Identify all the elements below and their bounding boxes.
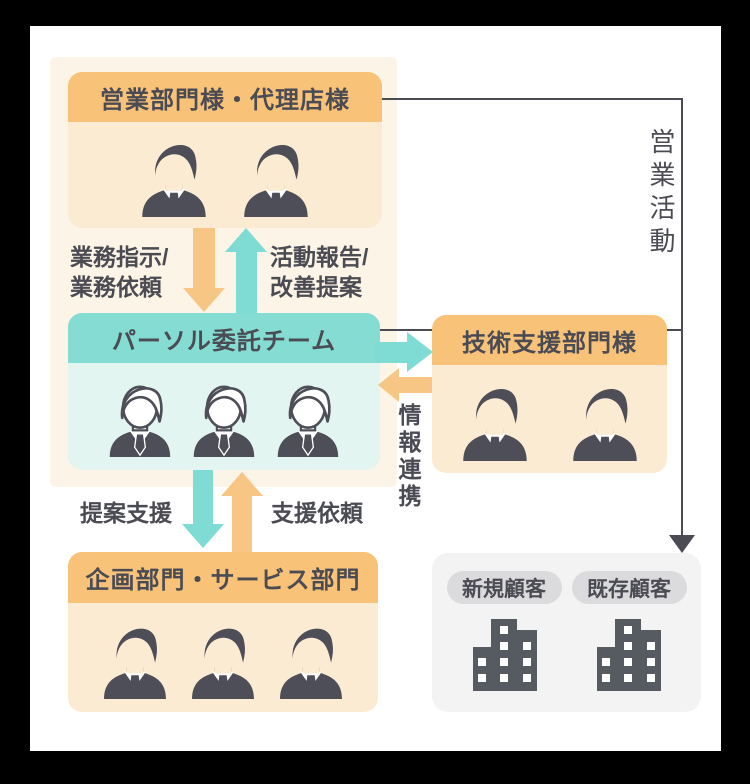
sales-activity-line-horizontal [382,98,683,100]
info-sharing-label: 情報連携 [395,403,421,511]
arrow-info-to-persol-head-icon [378,368,399,402]
arrow-info-to-tech-icon [375,342,408,363]
planning-service-title: 企画部門・サービス部門 [68,552,378,603]
report-label-line1: 活動報告/ [270,244,369,270]
tech-support-members [432,365,667,473]
proposal-support-label: 提案支援 [80,500,172,526]
arrow-info-to-persol-icon [399,377,432,393]
report-label-line2: 改善提案 [270,274,362,300]
building-icon [473,619,537,691]
person-icon [453,377,537,461]
sales-activity-label: 営業活動 [646,128,676,260]
customer-pills: 新規顧客 既存顧客 [446,571,687,604]
existing-customer-badge: 既存顧客 [571,571,687,604]
arrow-directive-down-head-icon [183,288,225,312]
person-icon [268,377,348,457]
person-icon [234,133,318,217]
tech-support-box: 技術支援部門様 [432,315,667,473]
sales-department-box: 営業部門様・代理店様 [68,72,382,228]
directive-label: 業務指示/ 業務依頼 [70,242,168,302]
arrow-report-up-icon [236,252,257,313]
diagram-canvas: 営業部門様・代理店様 パーソル委託チーム 技術支援部門様 [30,26,721,751]
arrow-info-to-tech-head-icon [407,332,433,372]
directive-label-line2: 業務依頼 [70,274,162,300]
customers-panel: 新規顧客 既存顧客 [432,553,701,712]
person-icon [184,377,264,457]
person-icon [563,377,647,461]
sales-activity-arrowhead-icon [669,535,695,553]
support-request-label: 支援依頼 [271,500,363,526]
persol-team-members [68,363,380,470]
persol-team-box: パーソル委託チーム [68,313,380,470]
new-customer-badge: 新規顧客 [446,571,562,604]
person-icon [270,617,352,699]
person-icon [100,377,180,457]
arrow-proposal-down-head-icon [182,524,224,548]
directive-label-line1: 業務指示/ [70,244,169,270]
customer-buildings [473,619,661,691]
planning-service-members [68,603,378,712]
planning-service-box: 企画部門・サービス部門 [68,552,378,712]
person-icon [182,617,264,699]
arrow-report-up-head-icon [225,228,267,252]
arrow-directive-down-icon [193,228,215,290]
sales-activity-line-vertical [681,98,683,536]
persol-team-title: パーソル委託チーム [68,313,380,363]
tech-support-title: 技術支援部門様 [432,315,667,365]
sales-department-members [68,122,382,228]
person-icon [132,133,216,217]
report-label: 活動報告/ 改善提案 [270,242,368,302]
person-icon [94,617,176,699]
sales-department-title: 営業部門様・代理店様 [68,72,382,122]
building-icon [597,619,661,691]
arrow-proposal-down-icon [193,470,213,526]
arrow-request-up-icon [232,496,252,552]
arrow-request-up-head-icon [221,472,263,496]
